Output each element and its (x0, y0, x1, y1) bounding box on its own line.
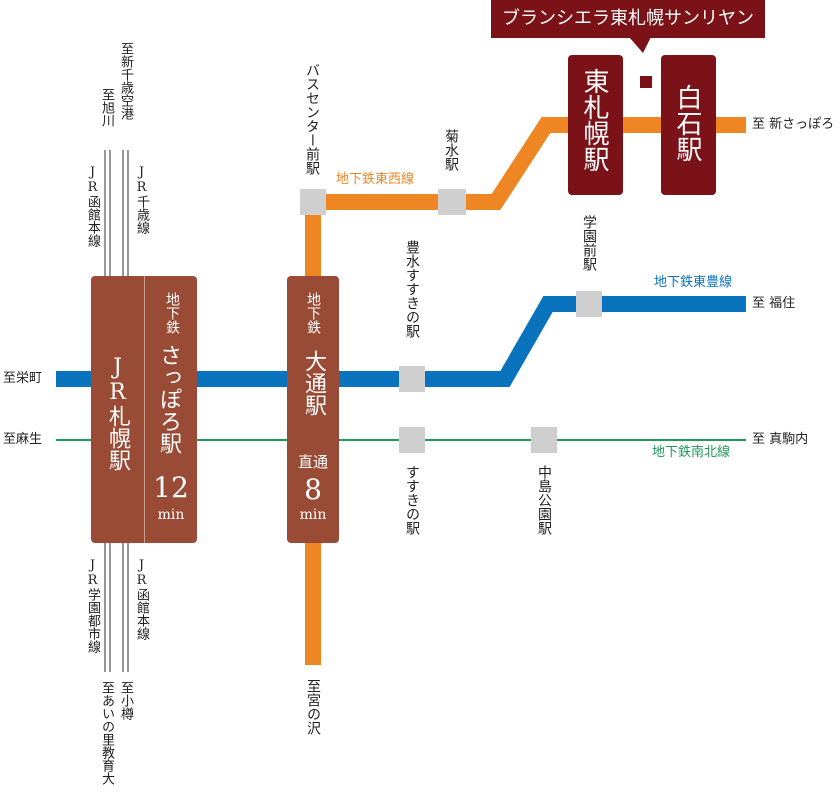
stop-kikusui (438, 189, 466, 215)
shiroishi-station-label: 白石駅 (672, 84, 702, 162)
odori-minutes: 8 (304, 473, 322, 506)
property-marker (640, 76, 652, 88)
tozai-line (305, 117, 746, 665)
label-toho-line: 地下鉄東豊線 (654, 275, 733, 290)
label-jr-gakuen-toshi: JR学園都市線 (85, 558, 100, 653)
dest-fukuzumi: 至 福住 (752, 296, 796, 311)
label-gakuen-mae: 学園前駅 (581, 215, 597, 271)
dest-shin-sapporo: 至 新さっぽろ (752, 117, 835, 132)
toho-line (56, 296, 746, 387)
label-hosui-susukino: 豊水すすきの駅 (404, 240, 420, 338)
odori-prefix: 地下鉄 (305, 292, 321, 334)
label-jr-hakodate-south: JR函館本線 (134, 558, 149, 640)
sapporo-minutes: 12 (153, 471, 189, 504)
odori-minutes-unit: min (299, 507, 327, 523)
label-tozai-line: 地下鉄東西線 (336, 172, 415, 187)
dest-makomanai: 至 真駒内 (752, 432, 809, 447)
dest-asabu: 至麻生 (3, 432, 43, 447)
label-jr-chitose: JR千歳線 (134, 165, 149, 234)
stop-gakuen-mae (576, 291, 602, 317)
stop-bus-center (300, 189, 326, 215)
label-kikusui: 菊水駅 (443, 129, 459, 171)
dest-shin-chitose: 至新千歳空港 (118, 42, 133, 120)
stop-nakajima-koen (531, 427, 557, 453)
stop-susukino (399, 427, 425, 453)
odori-station-label: 大通駅 (301, 350, 326, 416)
jr-rails (104, 150, 129, 672)
dest-sakaemachi: 至栄町 (3, 371, 43, 386)
subway-sapporo-station-label: さっぽろ駅 (156, 344, 181, 454)
odori-direct-label: 直通 (297, 453, 328, 471)
dest-miyanosawa: 至宮の沢 (305, 679, 321, 735)
label-namboku-line: 地下鉄南北線 (652, 445, 731, 460)
dest-otaru: 至小樽 (118, 681, 133, 720)
label-jr-hakodate-north: JR函館本線 (85, 165, 100, 247)
label-susukino: すすきの駅 (404, 465, 420, 535)
subway-sapporo-prefix: 地下鉄 (164, 292, 180, 334)
sapporo-box-divider (144, 276, 145, 543)
odori-station-box (287, 276, 339, 543)
higashi-sapporo-station-box (568, 55, 623, 195)
dest-asahikawa: 至旭川 (99, 88, 114, 127)
higashi-sapporo-station-label: 東札幌駅 (579, 68, 609, 172)
shiroishi-station-box (661, 55, 716, 195)
jr-sapporo-station-label: JR札幌駅 (105, 355, 130, 471)
property-title: ブランシエラ東札幌サンリヤン (502, 8, 754, 29)
label-bus-center: バスセンター前駅 (304, 63, 320, 175)
property-callout (491, 0, 765, 38)
callout-pointer (629, 37, 651, 53)
dest-ainosato: 至あいの里教育大 (99, 681, 114, 785)
stop-hosui-susukino (399, 366, 425, 392)
label-nakajima-koen: 中島公園駅 (536, 465, 552, 535)
sapporo-minutes-unit: min (157, 507, 185, 523)
